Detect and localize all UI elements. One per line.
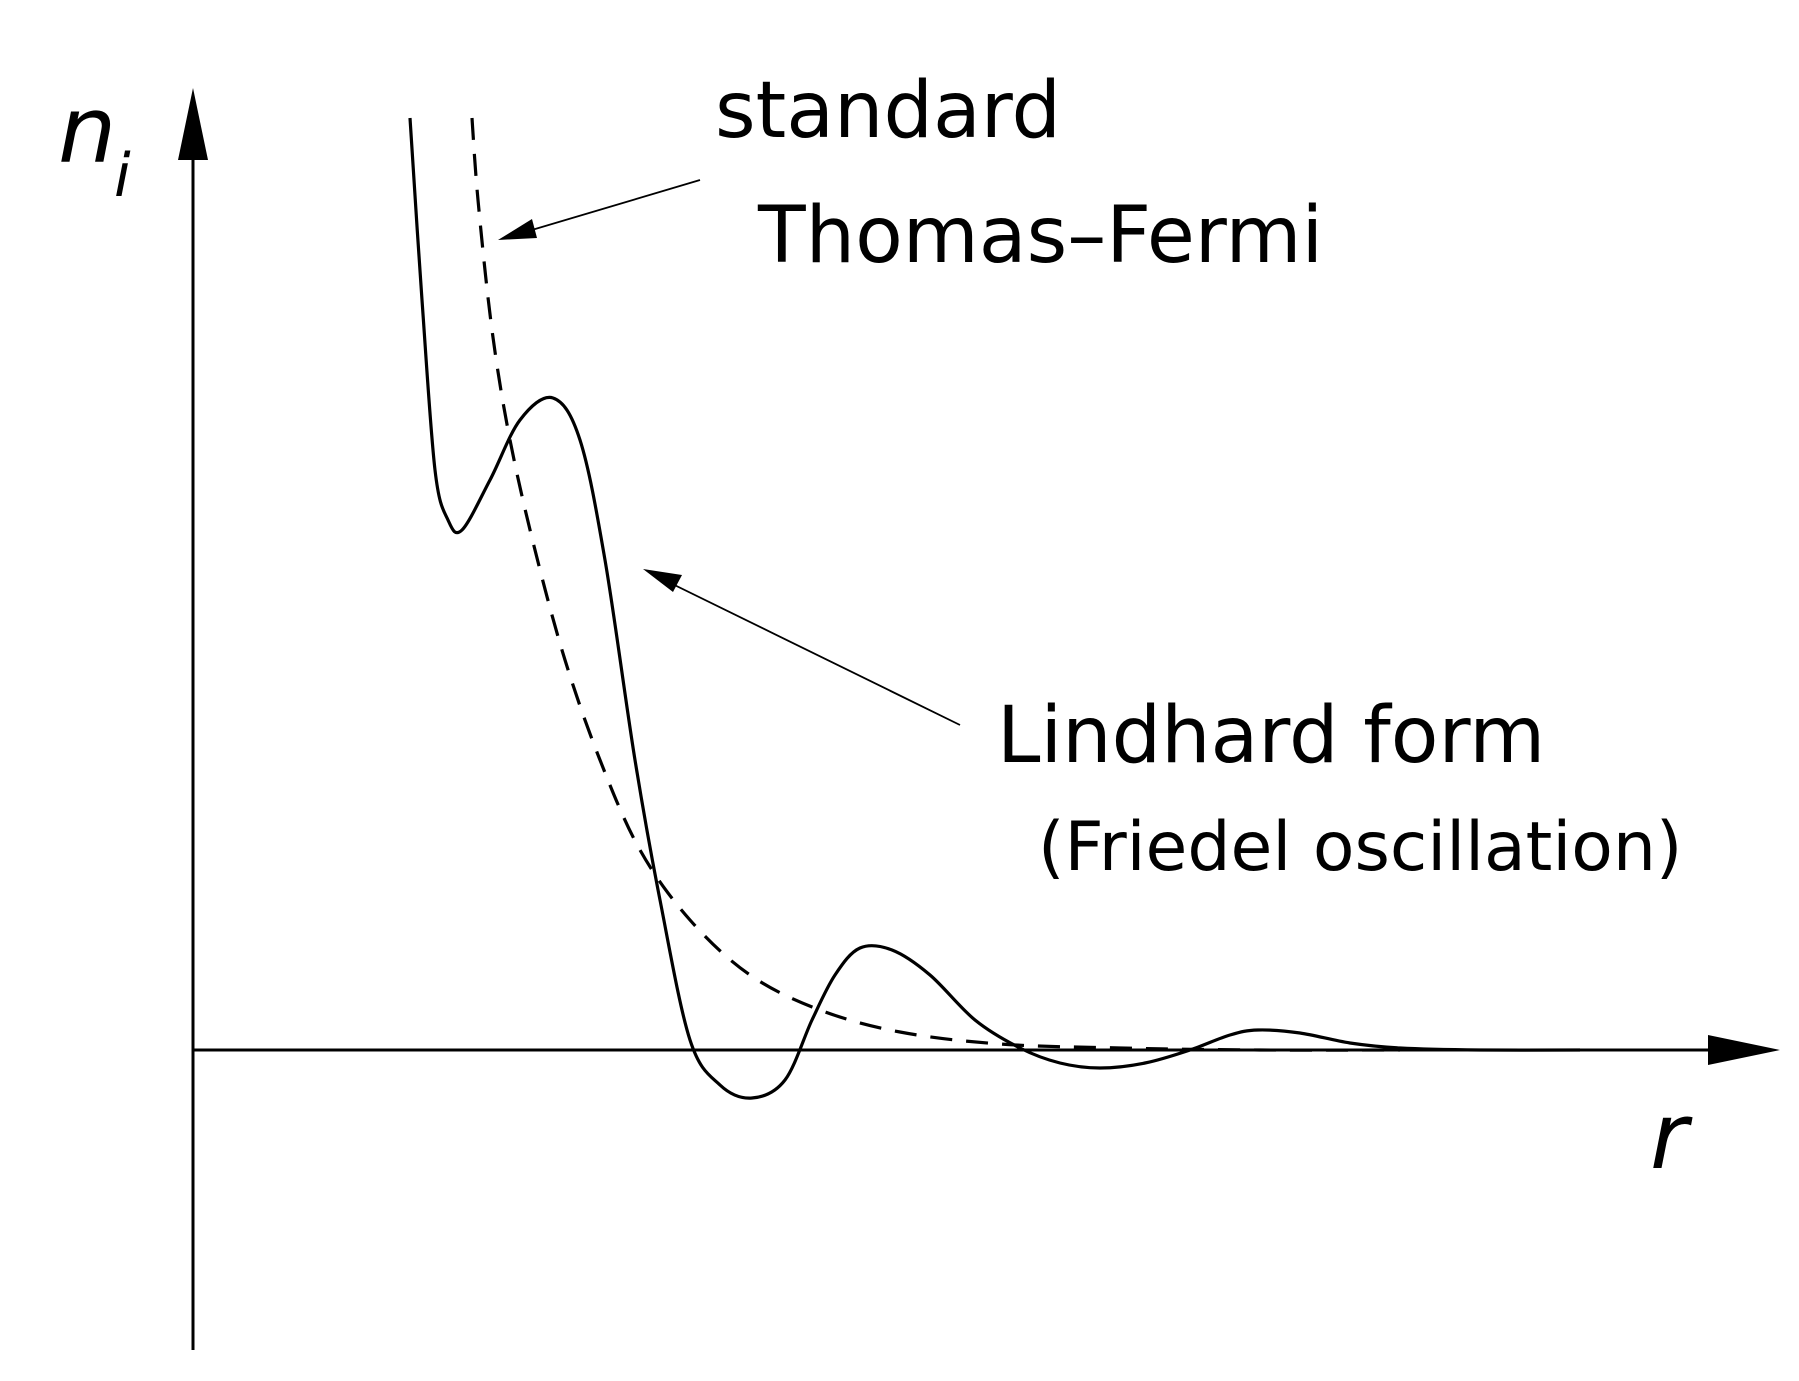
- thomas-fermi-pointer: [504, 179, 701, 239]
- thomas-fermi-pointer-arrowhead: [498, 219, 537, 240]
- x-axis-label: r: [1650, 1083, 1693, 1190]
- lindhard-pointer-arrowhead: [643, 569, 682, 592]
- y-axis-label-subscript: i: [114, 141, 131, 211]
- lindhard-label-line2: (Friedel oscillation): [1038, 808, 1682, 887]
- thomas-fermi-label-line1: standard: [715, 66, 1061, 156]
- lindhard-pointer: [649, 572, 961, 726]
- thomas-fermi-label-line2: Thomas–Fermi: [757, 191, 1323, 281]
- x-axis-arrowhead: [1708, 1035, 1780, 1065]
- y-axis-arrowhead: [178, 88, 208, 160]
- y-axis-label: n: [58, 77, 116, 184]
- lindhard-label-line1: Lindhard form: [997, 691, 1545, 781]
- lindhard-curve: [408, 117, 1581, 1100]
- thomas-fermi-curve: [470, 117, 1401, 1052]
